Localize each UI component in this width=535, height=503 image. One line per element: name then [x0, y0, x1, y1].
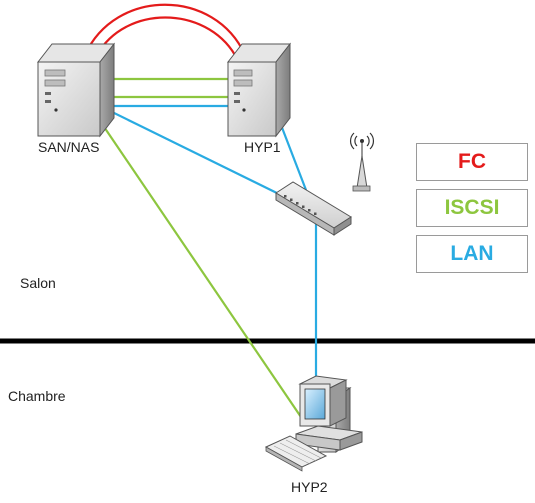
legend-iscsi-label: ISCSI [444, 196, 500, 219]
legend-lan: LAN [416, 235, 528, 273]
iscsi-link-san-hyp2 [97, 117, 304, 421]
legend-fc: FC [416, 143, 528, 181]
legend-fc-label: FC [458, 150, 486, 173]
hyp2-desktop-icon [264, 375, 363, 472]
hyp2-label: HYP2 [291, 479, 328, 495]
hyp1-label: HYP1 [244, 139, 281, 155]
legend-iscsi: ISCSI [416, 189, 528, 227]
zone-label-chambre: Chambre [8, 388, 66, 404]
san-server-icon [36, 42, 116, 138]
network-switch-icon [275, 181, 352, 236]
san-nas-label: SAN/NAS [38, 139, 100, 155]
hyp1-server-icon [226, 42, 292, 138]
fc-link-outer [83, 3, 247, 56]
wifi-antenna-icon [350, 132, 374, 192]
lan-link-san-switch [107, 109, 286, 198]
fc-link-inner [96, 16, 236, 56]
zone-label-salon: Salon [20, 275, 56, 291]
legend-lan-label: LAN [450, 242, 494, 265]
